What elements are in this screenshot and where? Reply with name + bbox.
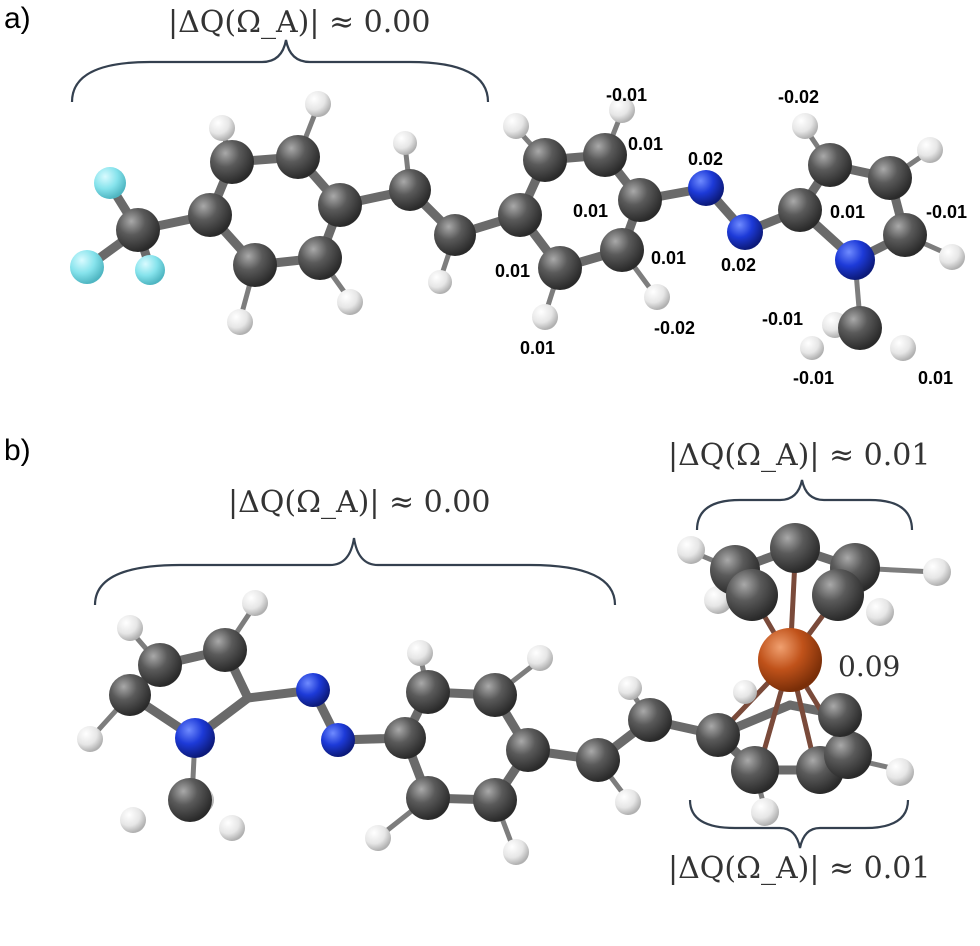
molecule-b-nitrogens [175,673,355,758]
charge-label: 0.01 [830,202,865,222]
panel-a-annotation: |ΔQ(Ω_A)| ≈ 0.00 [168,5,430,40]
panel-b-brace-left [93,537,617,606]
panel-b-brace-bottom-right [688,799,910,849]
molecule-a-fluorines [70,167,165,285]
charge-label: -0.01 [606,85,647,105]
charge-label: 0.01 [495,261,530,281]
panel-b-annotation-left: |ΔQ(Ω_A)| ≈ 0.00 [228,485,490,520]
charge-label: -0.01 [793,368,834,388]
charge-label: 0.01 [651,248,686,268]
panel-b-annotation-bottom-right: |ΔQ(Ω_A)| ≈ 0.01 [668,851,930,886]
panel-a-brace [70,39,490,103]
charge-label: 0.01 [918,368,953,388]
molecule-a-nitrogens [688,170,875,280]
molecule-b [77,523,951,865]
charge-label: -0.02 [654,318,695,338]
charge-label: -0.02 [778,87,819,107]
charge-label: 0.02 [721,255,756,275]
charge-label: 0.02 [688,149,723,169]
iron-atom [758,628,822,692]
panel-b-brace-top-right [695,479,914,531]
fe-charge-label: 0.09 [838,650,900,683]
molecule-b-carbons [109,523,880,822]
charge-label: -0.01 [762,309,803,329]
charge-label: 0.01 [573,201,608,221]
panel-a-label: a) [4,2,31,35]
molecule-a-carbons [116,133,927,350]
molecule-a [70,91,965,361]
charge-label: 0.01 [520,338,555,358]
panel-b-label: b) [4,434,31,467]
molecule-a-charges: -0.01 0.01 0.02 -0.02 0.01 0.01 -0.01 0.… [495,85,967,388]
panel-b-annotation-top-right: |ΔQ(Ω_A)| ≈ 0.01 [668,438,930,473]
charge-label: -0.01 [926,202,967,222]
charge-label: 0.01 [628,134,663,154]
